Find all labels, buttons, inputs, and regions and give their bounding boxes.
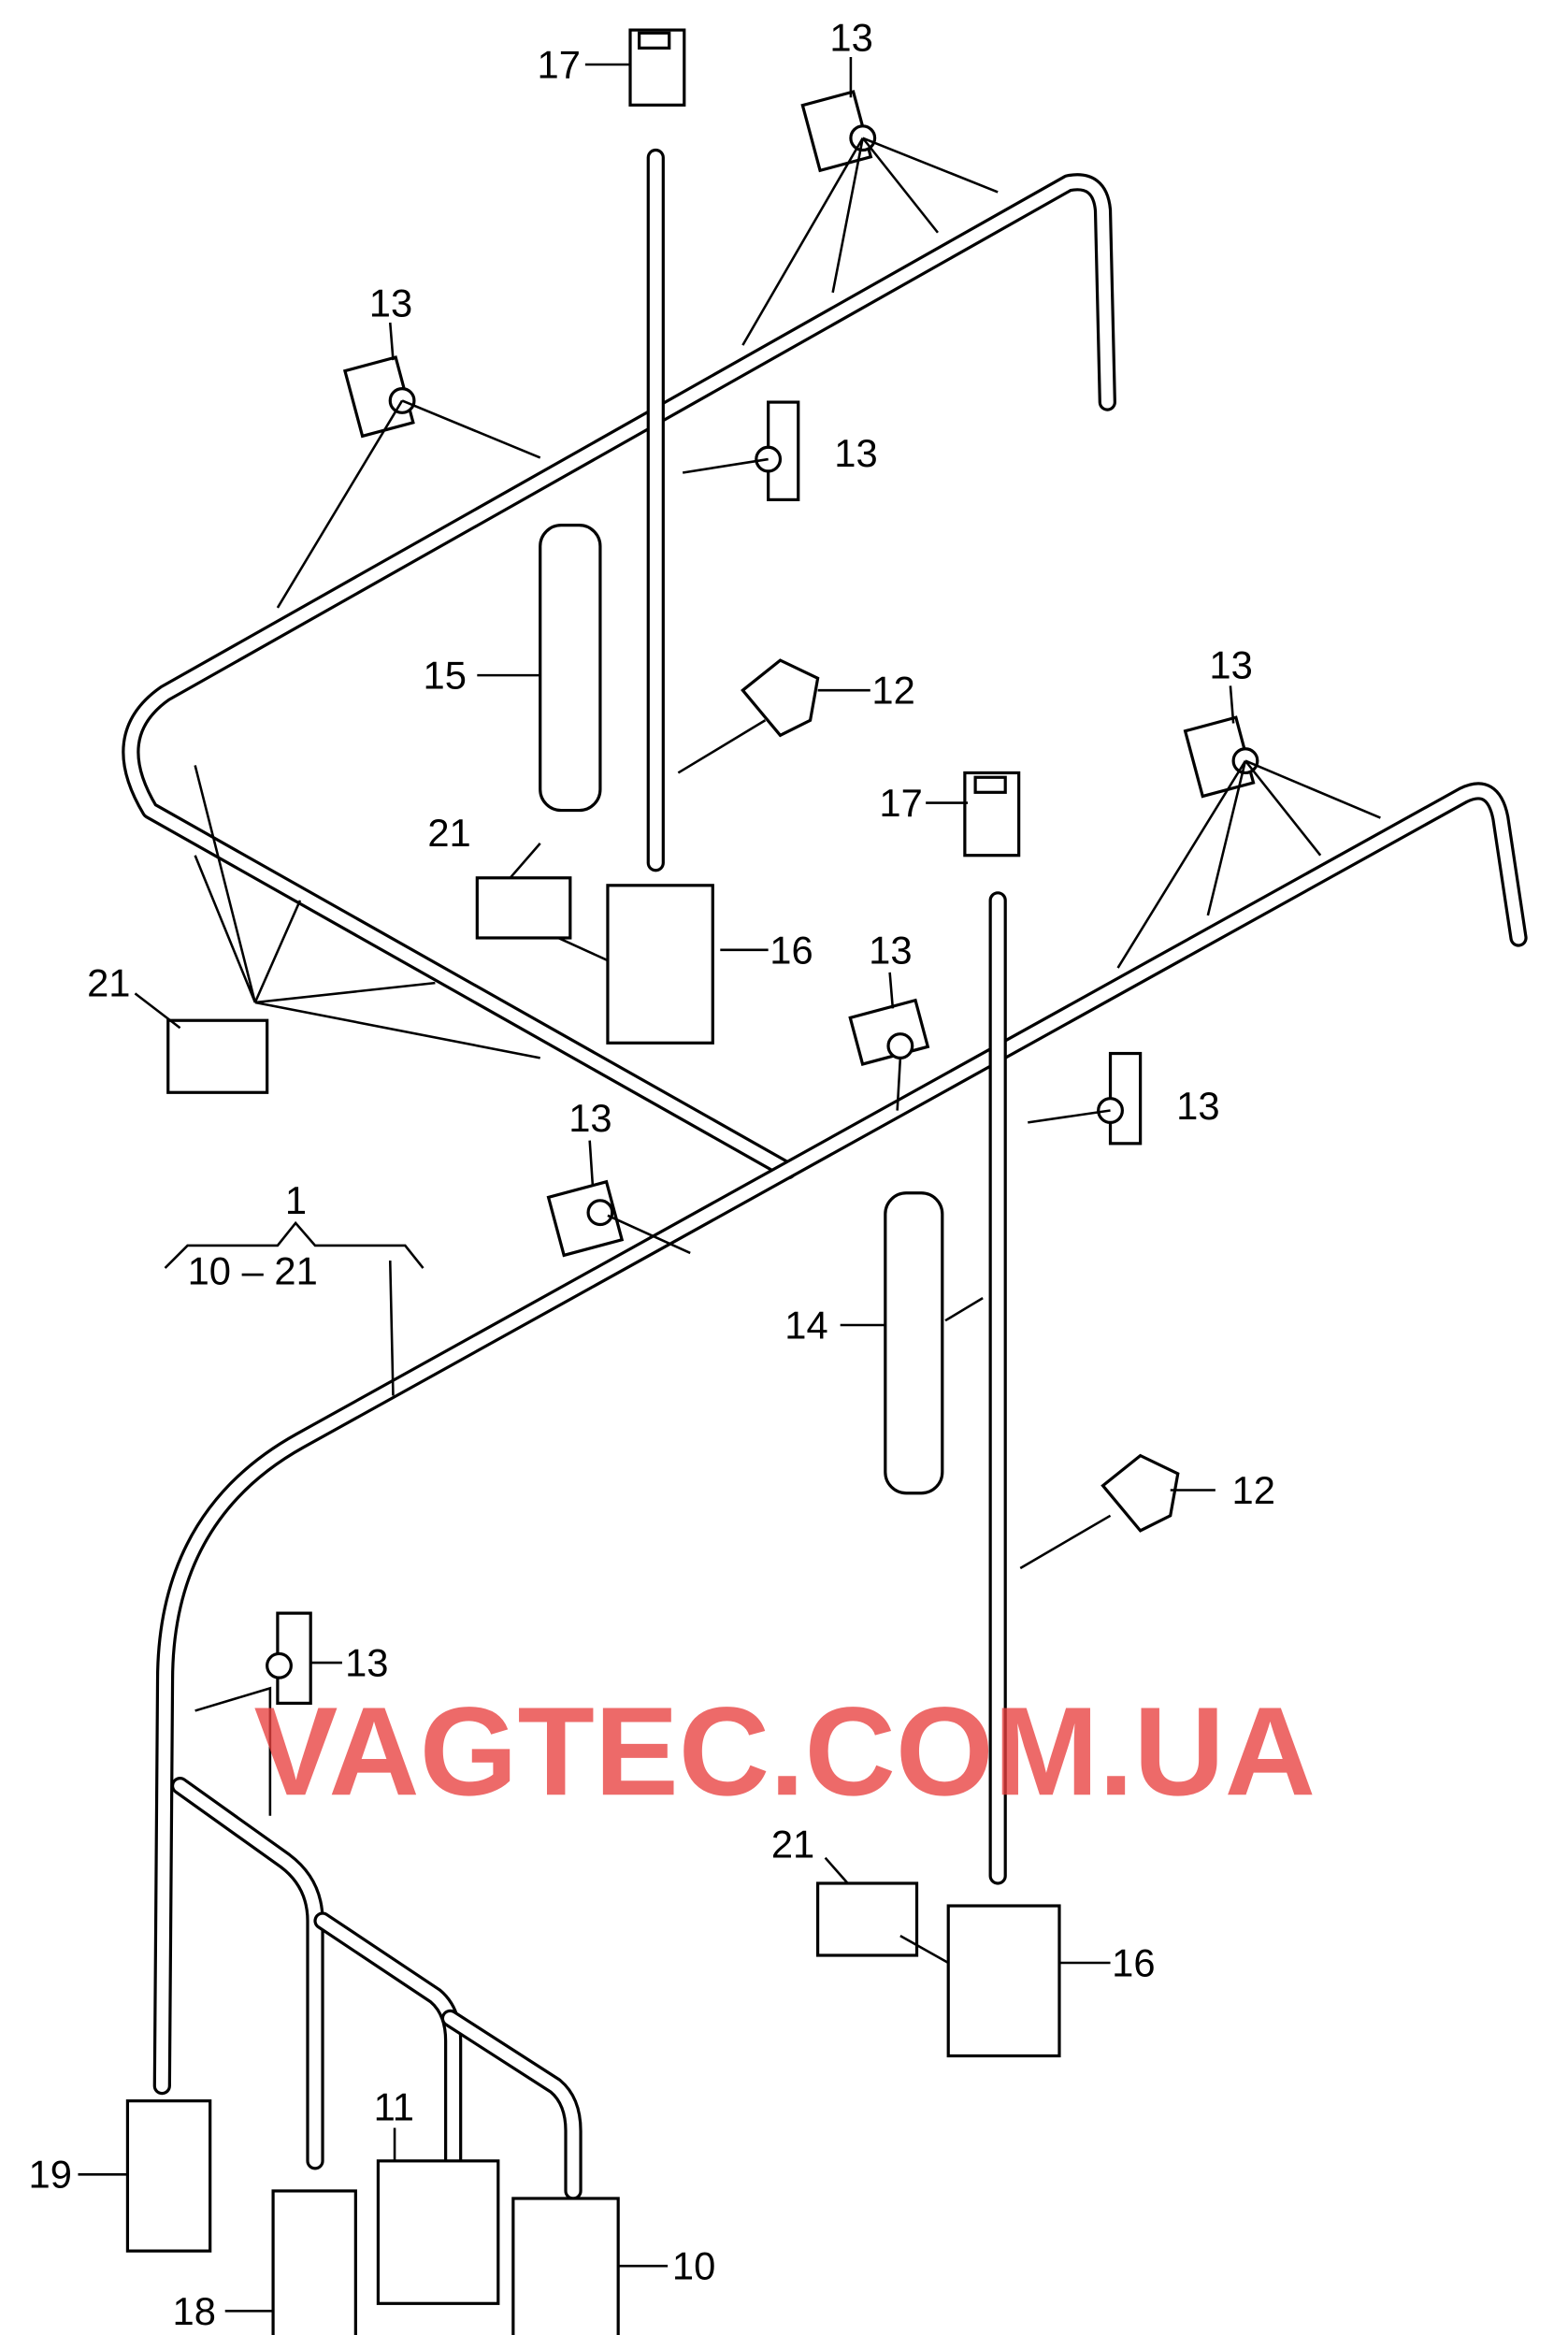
callout-13: 13 <box>369 281 412 325</box>
harness-upper <box>122 148 1116 1180</box>
callout-17: 17 <box>538 42 581 86</box>
harness-lower <box>152 782 1528 2200</box>
callout-labels: 17 13 13 13 15 12 13 17 21 16 13 21 13 1… <box>29 16 1275 2333</box>
callout-19: 19 <box>29 2153 72 2197</box>
callout-16: 16 <box>1112 1940 1155 1984</box>
callout-17: 17 <box>879 781 922 825</box>
callout-13: 13 <box>834 431 877 475</box>
callout-10-21: 10 – 21 <box>188 1249 318 1293</box>
callout-18: 18 <box>173 2289 216 2333</box>
callout-12: 12 <box>1232 1468 1275 1512</box>
callout-14: 14 <box>784 1303 827 1347</box>
callout-13: 13 <box>345 1641 388 1685</box>
callout-13: 13 <box>1209 642 1252 686</box>
callout-13: 13 <box>829 16 872 60</box>
callout-21: 21 <box>87 961 130 1005</box>
callout-13: 13 <box>869 928 912 972</box>
parts <box>125 28 1259 2335</box>
callout-15: 15 <box>424 654 467 698</box>
callout-21: 21 <box>427 811 470 855</box>
watermark: VAGTEC.COM.UA <box>253 1680 1316 1822</box>
callout-13: 13 <box>568 1096 611 1140</box>
callout-13: 13 <box>1176 1084 1219 1128</box>
callout-10: 10 <box>672 2244 715 2288</box>
callout-12: 12 <box>871 669 914 713</box>
callout-1: 1 <box>285 1178 307 1222</box>
callout-11: 11 <box>374 2085 414 2129</box>
callout-16: 16 <box>770 928 813 972</box>
leader-lines <box>78 56 1381 2313</box>
callout-21: 21 <box>771 1823 814 1867</box>
